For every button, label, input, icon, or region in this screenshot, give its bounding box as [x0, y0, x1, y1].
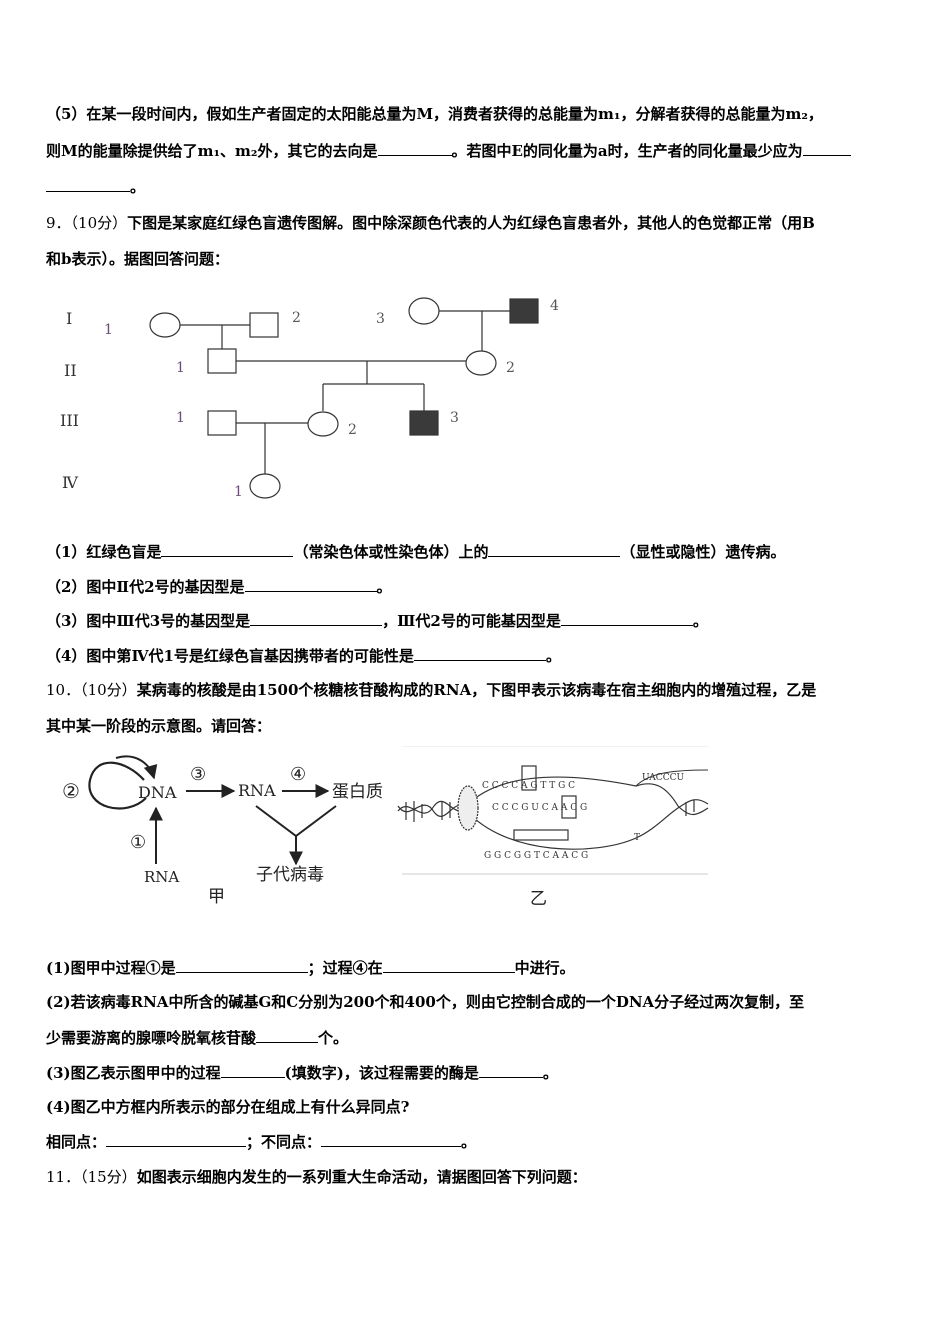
protein-label: 蛋白质 [332, 782, 383, 802]
figure-caption-jia: 甲 [208, 887, 225, 907]
individual-number: 1 [176, 410, 185, 426]
q10-stem-line1: 10．（10分）某病毒的核酸是由1500个核糖核苷酸构成的RNA，下图甲表示该病… [46, 681, 817, 699]
answer-blank[interactable] [46, 177, 130, 192]
individual-number: 2 [506, 360, 515, 376]
question-number: 10．（10分） [46, 681, 137, 699]
dna-label: DNA [138, 783, 177, 802]
process-label-2: ② [62, 779, 80, 803]
rna-label: RNA [238, 781, 276, 800]
q10-sub2-line2: 少需要游离的腺嘌呤脱氧核苷酸个。 [46, 1028, 349, 1047]
individual-number: 3 [450, 410, 459, 426]
q10-sub3: (3)图乙表示图甲中的过程(填数字)，该过程需要的酶是。 [46, 1063, 558, 1082]
rna-tail-sequence: UACCCU [642, 773, 684, 783]
answer-blank[interactable] [220, 1063, 285, 1078]
progeny-virus-label: 子代病毒 [256, 865, 324, 885]
q9-sub1: （1）红绿色盲是（常染色体或性染色体）上的（显性或隐性）遗传病。 [46, 542, 786, 561]
answer-blank[interactable] [175, 958, 308, 973]
process-label-1: ① [130, 832, 146, 853]
answer-blank[interactable] [161, 542, 294, 557]
q9-sub3: （3）图中Ⅲ代3号的基因型是，Ⅲ代2号的可能基因型是。 [46, 611, 708, 630]
strand-top-sequence: C C C C A G T T G C [482, 781, 575, 791]
answer-blank[interactable] [106, 1132, 247, 1147]
pedigree-diagram: I II III Ⅳ 1 2 3 4 [60, 297, 559, 500]
individual-number: 2 [348, 422, 357, 438]
q8-5-line3: 。 [46, 176, 145, 197]
q10-sub4-answers: 相同点：；不同点：。 [46, 1132, 477, 1151]
strand-middle-sequence: C C C G U C A A C G [492, 803, 587, 813]
answer-blank[interactable] [256, 1028, 319, 1043]
q8-5-line2: 则M的能量除提供给了m₁、m₂外，其它的去向是。若图中E的同化量为a时，生产者的… [46, 140, 851, 161]
individual-I-1-female [149, 312, 181, 338]
individual-II-2-female [465, 350, 497, 376]
individual-III-2-female [307, 411, 339, 437]
question-number: 9．（10分） [46, 214, 128, 232]
individual-II-1-male [207, 348, 237, 374]
q8-5-line1: （5）在某一段时间内，假如生产者固定的太阳能总量为M，消费者获得的总能量为m₁，… [46, 105, 823, 123]
answer-blank[interactable] [244, 577, 377, 592]
individual-I-4-male-affected [509, 298, 539, 324]
figure-jia-process: ② DNA ③ RNA ④ 蛋白质 ① RNA 子代病毒 甲 [62, 755, 383, 907]
process-label-3: ③ [190, 764, 206, 785]
q10-sub4: (4)图乙中方框内所表示的部分在组成上有什么异同点? [46, 1098, 410, 1116]
figure-caption-yi: 乙 [530, 889, 547, 909]
individual-number: 3 [376, 311, 385, 327]
q9-sub4: （4）图中第Ⅳ代1号是红绿色盲基因携带者的可能性是。 [46, 646, 561, 665]
individual-III-3-male-affected [409, 410, 439, 436]
individual-number: 4 [550, 298, 559, 314]
generation-label-III: III [60, 411, 79, 430]
generation-label-II: II [64, 361, 77, 380]
strand-bottom-sequence: G G C G G T C A A C G [484, 851, 588, 861]
q10-sub2-line1: (2)若该病毒RNA中所含的碱基G和C分别为200个和400个，则由它控制合成的… [46, 993, 805, 1011]
highlight-box-top [521, 765, 537, 791]
q9-stem-line1: 9．（10分）下图是某家庭红绿色盲遗传图解。图中除深颜色代表的人为红绿色盲患者外… [46, 214, 815, 232]
q9-stem-line2: 和b表示）。据图回答问题： [46, 250, 229, 268]
individual-I-3-female [408, 297, 440, 325]
individual-IV-1-female [249, 473, 281, 499]
q9-sub2: （2）图中Ⅱ代2号的基因型是。 [46, 577, 392, 596]
figure-yi-reverse-transcription: C C C C A G T T G C C C C G U C A A C G … [397, 746, 709, 909]
answer-blank[interactable] [377, 141, 452, 156]
answer-blank[interactable] [478, 1063, 543, 1078]
q10-stem-line2: 其中某一阶段的示意图。请回答： [46, 717, 272, 735]
strand-t-mark: T [634, 833, 640, 843]
generation-label-IV: Ⅳ [62, 473, 79, 492]
individual-III-1-male [207, 410, 237, 436]
process-label-4: ④ [290, 764, 306, 785]
highlight-box-mid [561, 795, 577, 819]
answer-blank[interactable] [382, 958, 515, 973]
q10-sub1: (1)图甲中过程①是；过程④在中进行。 [46, 958, 575, 977]
answer-blank[interactable] [321, 1132, 462, 1147]
individual-number: 2 [292, 310, 301, 326]
generation-label-I: I [66, 309, 72, 328]
answer-blank[interactable] [802, 141, 851, 156]
answer-blank[interactable] [250, 611, 383, 626]
q11-stem: 11．（15分）如图表示细胞内发生的一系列重大生命活动，请据图回答下列问题： [46, 1168, 587, 1186]
individual-number: 1 [104, 322, 113, 338]
individual-number: 1 [176, 360, 185, 376]
answer-blank[interactable] [488, 542, 621, 557]
rna-input-label: RNA [144, 868, 179, 886]
individual-I-2-male [249, 312, 279, 338]
highlight-box-center [513, 829, 569, 841]
answer-blank[interactable] [560, 611, 693, 626]
question-number: 11．（15分） [46, 1168, 137, 1186]
individual-number: 1 [234, 484, 243, 500]
enzyme-oval [457, 785, 479, 831]
answer-blank[interactable] [413, 646, 546, 661]
